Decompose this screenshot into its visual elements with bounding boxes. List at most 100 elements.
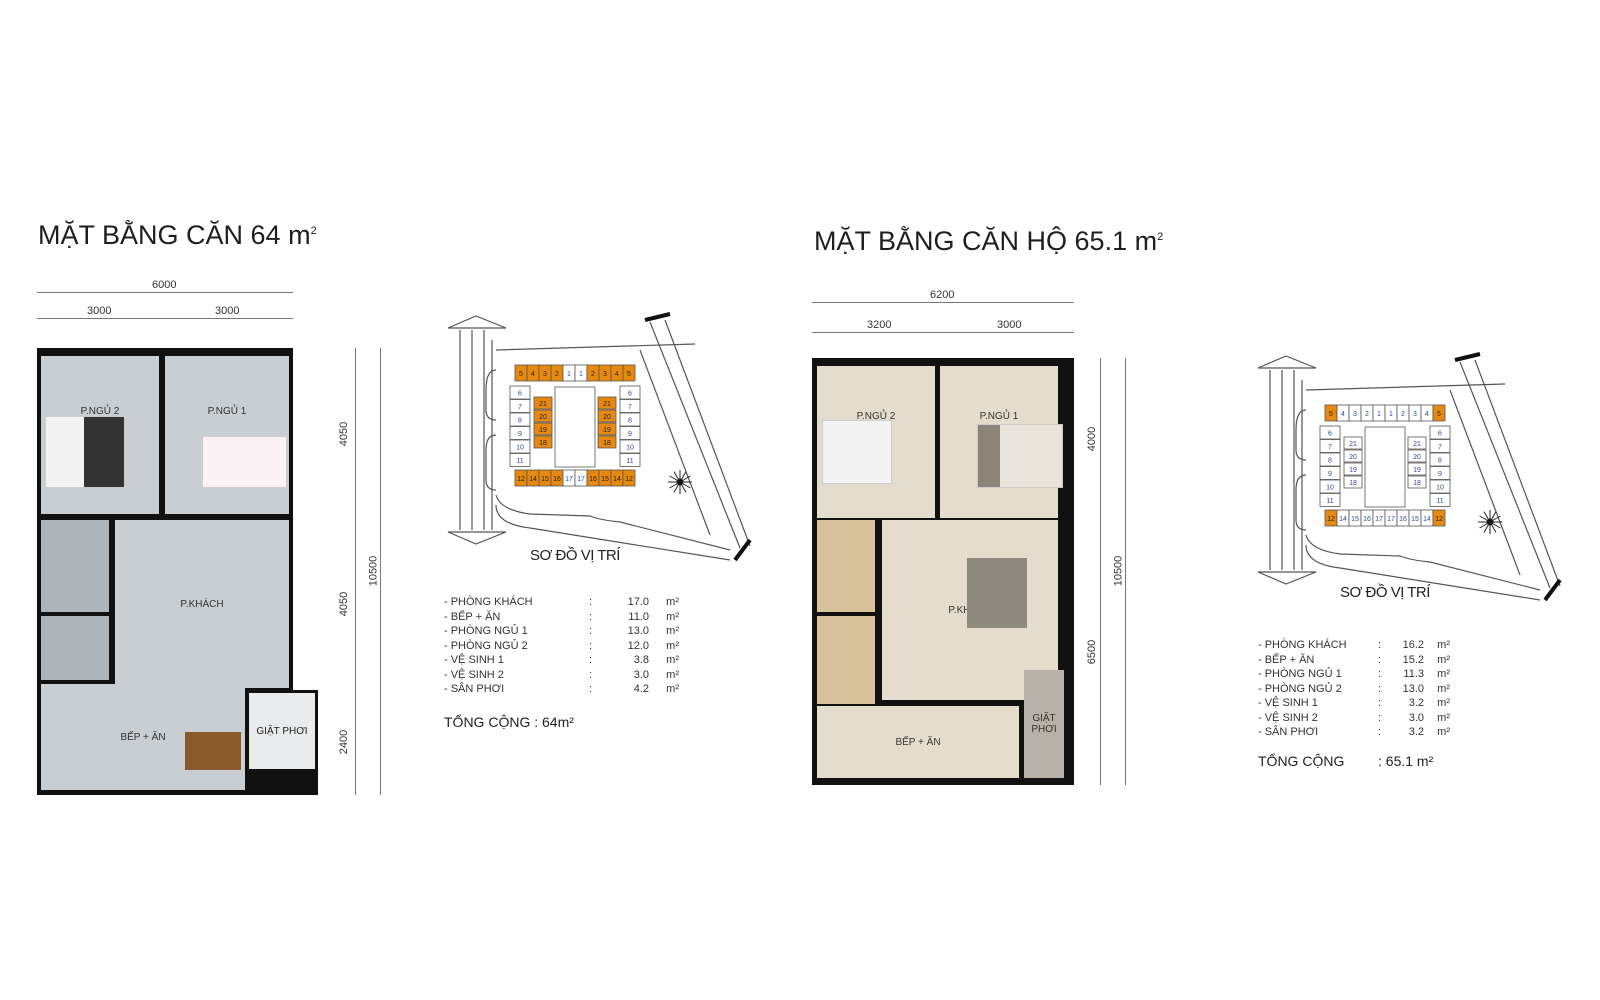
total-area-label: TỔNG CỘNG: [1258, 753, 1345, 769]
area-val: 3.8: [633, 654, 649, 667]
svg-text:10: 10: [516, 445, 524, 452]
building-unit: 6: [1319, 425, 1341, 440]
svg-text:19: 19: [539, 427, 547, 434]
svg-text:7: 7: [1328, 444, 1332, 451]
svg-text:8: 8: [628, 418, 632, 425]
building-unit: 6: [1429, 425, 1451, 440]
building-unit: 2: [586, 364, 600, 382]
svg-text:3: 3: [543, 371, 547, 378]
rug: [967, 558, 1027, 628]
area-sep: :: [589, 683, 593, 696]
dim-height-total: 10500: [367, 555, 380, 587]
svg-text:15: 15: [1351, 516, 1359, 523]
building-unit: 18: [533, 435, 553, 449]
building-unit: 9: [619, 426, 641, 440]
svg-text:10: 10: [1436, 485, 1444, 492]
building-unit: 14: [1420, 509, 1434, 527]
svg-text:8: 8: [1438, 458, 1442, 465]
building-unit: 15: [598, 469, 612, 487]
svg-text:8: 8: [1328, 458, 1332, 465]
building-unit: 7: [619, 399, 641, 413]
dimension-line: [812, 302, 1074, 303]
building-unit: 3: [598, 364, 612, 382]
building-unit: 12: [1432, 509, 1446, 527]
building-unit: 9: [1429, 466, 1451, 480]
building-unit: 3: [1348, 404, 1362, 422]
building-unit: 11: [619, 453, 641, 467]
room-bathroom-1: [41, 520, 109, 612]
svg-text:7: 7: [628, 404, 632, 411]
svg-text:12: 12: [517, 476, 525, 483]
svg-text:18: 18: [1349, 480, 1357, 487]
svg-text:20: 20: [603, 414, 611, 421]
bed: [45, 416, 125, 488]
area-sep: :: [1378, 726, 1382, 739]
building-unit: 10: [509, 439, 531, 454]
area-unit: m²: [1437, 639, 1450, 652]
tree-icon: [668, 470, 692, 494]
room-bathroom-2: [817, 616, 875, 704]
site-map-label: SƠ ĐỒ VỊ TRÍ: [530, 547, 620, 564]
dim-width-right: 3000: [215, 305, 240, 317]
bed: [977, 424, 1063, 488]
svg-text:20: 20: [539, 414, 547, 421]
area-sep: :: [1378, 653, 1382, 666]
building-unit: 17: [574, 469, 588, 487]
room-laundry: GIẶT PHƠI: [1024, 670, 1064, 778]
building-unit: 19: [1343, 462, 1363, 476]
building-unit: 3: [538, 364, 552, 382]
building-unit: 17: [1372, 509, 1386, 527]
building-unit: 16: [586, 469, 600, 487]
building-unit: 1: [1372, 404, 1386, 422]
building-unit: 5: [514, 364, 528, 382]
svg-text:16: 16: [1399, 516, 1407, 523]
svg-text:17: 17: [1375, 516, 1383, 523]
area-sep: :: [1378, 697, 1382, 710]
area-val: 13.0: [627, 625, 649, 638]
svg-text:2: 2: [591, 371, 595, 378]
dimension-line: [37, 292, 293, 293]
svg-text:17: 17: [577, 476, 585, 483]
building-unit: 4: [1336, 404, 1350, 422]
building-unit: 12: [1324, 509, 1338, 527]
dim-width-left: 3000: [87, 305, 112, 317]
svg-text:9: 9: [628, 431, 632, 438]
room-bedroom-1: P.NGỦ 1: [165, 356, 289, 514]
area-sep: :: [1378, 682, 1382, 695]
area-lbl: - VỆ SINH 1: [444, 654, 504, 667]
building-unit: 6: [619, 385, 641, 400]
svg-text:14: 14: [1423, 516, 1431, 523]
area-sep: :: [1378, 668, 1382, 681]
area-sep: :: [589, 610, 593, 623]
area-sep: :: [589, 639, 593, 652]
svg-text:1: 1: [1389, 411, 1393, 418]
building-unit: 8: [1429, 452, 1451, 467]
building-unit: 7: [1429, 439, 1451, 453]
svg-text:2: 2: [1365, 411, 1369, 418]
svg-text:6: 6: [628, 391, 632, 398]
svg-text:15: 15: [1411, 516, 1419, 523]
room-laundry: GIẶT PHƠI: [249, 693, 315, 769]
dim-width-right: 3000: [997, 319, 1022, 331]
area-val: 12.0: [627, 639, 649, 652]
svg-text:12: 12: [1435, 516, 1443, 523]
building-unit: 2: [1396, 404, 1410, 422]
svg-text:5: 5: [627, 371, 631, 378]
building-unit: 16: [1396, 509, 1410, 527]
dim-height-c: 2400: [338, 729, 351, 755]
svg-text:2: 2: [1401, 411, 1405, 418]
svg-text:21: 21: [1413, 441, 1421, 448]
svg-text:16: 16: [1363, 516, 1371, 523]
courtyard: [1364, 426, 1406, 508]
area-val: 17.0: [627, 596, 649, 609]
